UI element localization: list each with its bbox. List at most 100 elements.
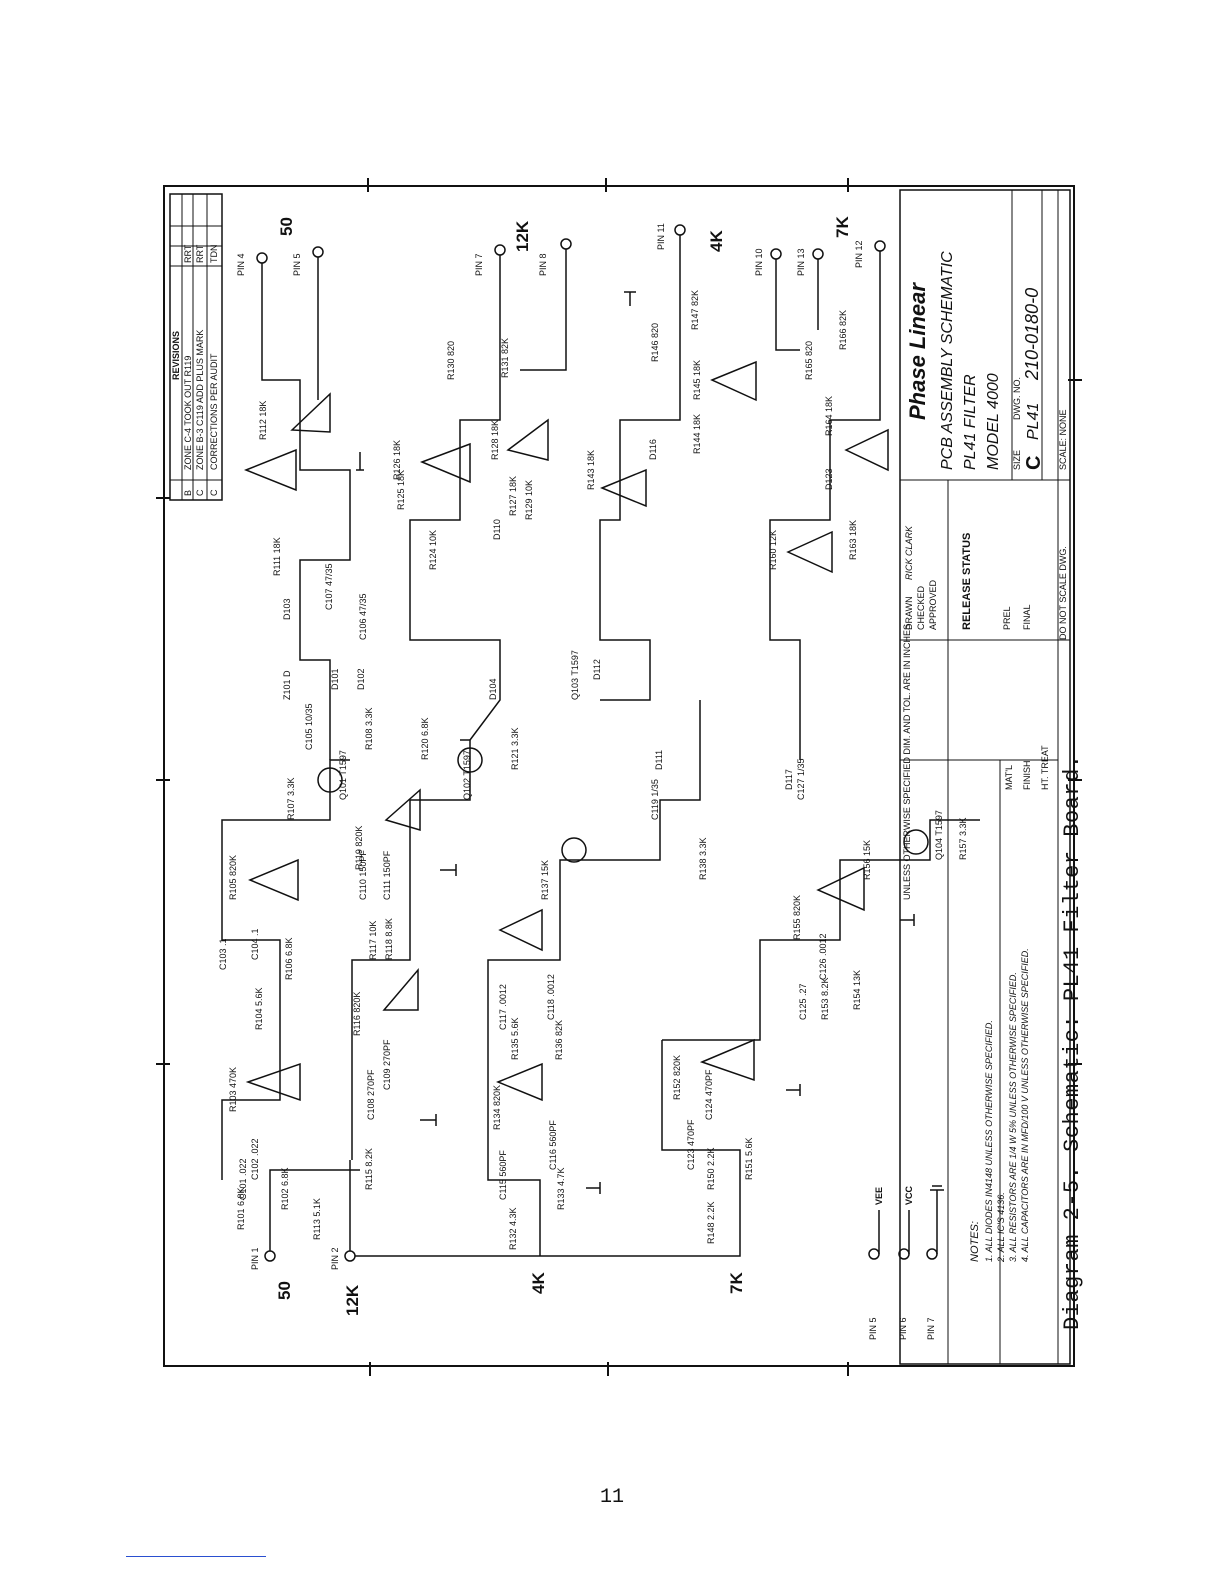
power-rail-symbols [878, 1185, 944, 1254]
label-c125: C125 .27 [798, 983, 808, 1020]
do-not-scale: DO NOT SCALE DWG. [1058, 546, 1068, 640]
label-r106: R106 6.8K [284, 937, 294, 980]
label-d116: D116 [648, 439, 658, 460]
notes-block: NOTES: 1. ALL DIODES IN4148 UNLESS OTHER… [969, 948, 1030, 1263]
label-c119: C119 1/35 [650, 779, 660, 820]
rev-by-3: TDN [209, 245, 219, 264]
pin-label-5: PIN 5 [868, 1317, 878, 1340]
label-r129: R129 10K [524, 480, 534, 520]
label-r116: R116 820K [352, 992, 362, 1036]
drawing-border [163, 185, 1075, 1367]
rev-row-3: CORRECTIONS PER AUDIT [209, 353, 219, 470]
label-r157: R157 3.3K [958, 817, 968, 860]
pin-label-r5: PIN 5 [292, 253, 302, 276]
label-r127: R127 18K [508, 476, 518, 516]
label-q103: Q103 T1597 [570, 650, 580, 700]
label-d101: D101 [330, 668, 340, 690]
label-d104: D104 [488, 678, 498, 700]
label-c104: C104 .1 [250, 928, 260, 960]
label-r117: R117 10K [368, 921, 378, 960]
label-c115: C115 560PF [498, 1150, 508, 1200]
note-4: 4. ALL CAPACITORS ARE IN MFD/100 V UNLES… [1020, 948, 1030, 1262]
drawn-by: RICK CLARK [904, 525, 914, 580]
label-r144: R144 18K [692, 414, 702, 454]
label-opamp-z101d: Z101 D [282, 670, 292, 700]
prel-label: PREL [1002, 606, 1012, 630]
scale-value: SCALE: NONE [1058, 409, 1068, 470]
label-r132: R132 4.3K [508, 1207, 518, 1250]
label-r131: R131 82K [500, 338, 510, 378]
label-r115: R115 8.2K [364, 1148, 374, 1190]
label-r145: R145 18K [692, 360, 702, 400]
label-c117: C117 .0012 [498, 984, 508, 1030]
filter-label-4k-left: 4K [529, 1272, 548, 1294]
pin-label-r12: PIN 12 [854, 240, 864, 268]
pin-label-r10: PIN 10 [754, 248, 764, 276]
note-3: 3. ALL RESISTORS ARE 1/4 W 5% UNLESS OTH… [1008, 972, 1018, 1262]
label-d110: D110 [492, 519, 502, 540]
label-c108: C108 270PF [366, 1069, 376, 1120]
label-r146: R146 820 [650, 323, 660, 362]
notes-header: NOTES: [969, 1221, 981, 1262]
ground-symbols [356, 291, 915, 1194]
note-1: 1. ALL DIODES IN4148 UNLESS OTHERWISE SP… [984, 1020, 994, 1262]
rev-by-1: RRT [183, 244, 193, 263]
label-r119: R119 820K [354, 826, 364, 870]
pin-label-6: PIN 6 [898, 1317, 908, 1340]
label-r135: R135 5.6K [510, 1017, 520, 1060]
filter-labels-right: 50 12K 4K 7K [277, 216, 852, 252]
label-c116: C116 560PF [548, 1120, 558, 1170]
approved-label: APPROVED [928, 579, 938, 630]
figure-caption: Diagram 2-5. Schematic: PL41 Filter Boar… [1060, 754, 1085, 1331]
label-q104: Q104 T1597 [934, 810, 944, 860]
label-r156: R156 15K [862, 840, 872, 880]
component-labels: R101 6.8K R102 6.8K R103 470K R104 5.6K … [218, 290, 968, 1250]
page-number: 11 [599, 1486, 624, 1509]
label-r130: R130 820 [446, 341, 456, 380]
filter-label-12k-left: 12K [343, 1284, 362, 1316]
rev-row-2: ZONE B-3 C119 ADD PLUS MARK [195, 330, 205, 470]
label-c123: C123 470PF [686, 1119, 696, 1170]
revisions-block: REVISIONS ZONE C-4 TOOK OUT R119 ZONE B-… [169, 193, 223, 501]
label-d123: D123 [824, 468, 834, 490]
label-r166: R166 82K [838, 310, 848, 350]
filter-label-4k-right: 4K [707, 230, 726, 252]
rail-vee: VEE [874, 1187, 884, 1205]
label-c124: C124 470PF [704, 1069, 714, 1120]
label-q101: Q101 T1597 [338, 750, 348, 800]
label-r155: R155 820K [792, 895, 802, 940]
pin-terminals [256, 224, 938, 1262]
pin-label-r11: PIN 11 [656, 223, 666, 250]
label-r151: R151 5.6K [744, 1137, 754, 1180]
label-r165: R165 820 [804, 341, 814, 380]
label-c105: C105 10/35 [304, 703, 314, 750]
label-c101: C101 .022 [238, 1158, 248, 1200]
title-line-1: PCB ASSEMBLY SCHEMATIC [939, 251, 956, 470]
wiring [221, 235, 980, 1257]
label-r112: R112 18K [258, 401, 268, 440]
label-r150: R150 2.2K [706, 1147, 716, 1190]
label-r143: R143 18K [586, 450, 596, 490]
pin-label-r8: PIN 8 [538, 253, 548, 276]
label-r104: R104 5.6K [254, 987, 264, 1030]
pin-label-7: PIN 7 [926, 1317, 936, 1340]
label-c107: C107 47/35 [324, 563, 334, 610]
rev-row-1: ZONE C-4 TOOK OUT R119 [183, 356, 193, 470]
label-d102: D102 [356, 668, 366, 690]
label-r164: R164 18K [824, 396, 834, 436]
label-r137: R137 15K [540, 860, 550, 900]
title-line-2: PL41 FILTER [962, 374, 979, 470]
filter-label-7k-left: 7K [727, 1272, 746, 1294]
label-r147: R147 82K [690, 290, 700, 330]
label-r126: R126 18K [392, 440, 402, 480]
size-value: C [1023, 456, 1045, 470]
opamp-symbols [243, 360, 889, 1102]
pin-labels: PIN 1 PIN 2 PIN 5 PIN 6 PIN 7 PIN 4 PIN … [236, 223, 936, 1340]
label-c126: C126 .0012 [818, 933, 828, 980]
pin-label-1: PIN 1 [250, 1247, 260, 1270]
dwg-no-value: 210-0180-0 [1022, 288, 1042, 381]
label-r136: R136 82K [554, 1020, 564, 1060]
label-c110: C110 150PF [358, 850, 368, 900]
rev-by-2: RRT [195, 244, 205, 263]
label-r133: R133 4.7K [556, 1167, 566, 1210]
